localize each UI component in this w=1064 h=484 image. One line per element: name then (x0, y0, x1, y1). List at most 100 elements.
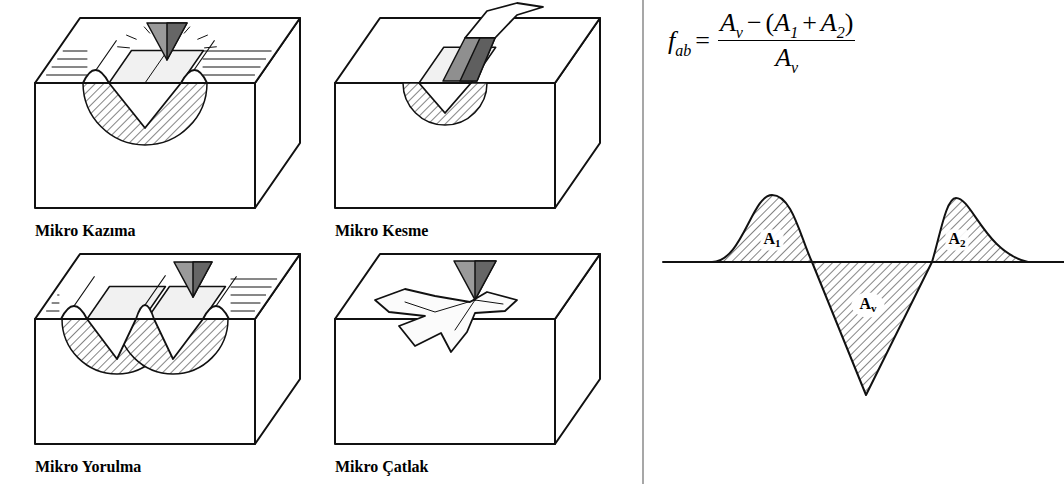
radial-streak (127, 35, 137, 39)
fraction: Av−(A1+A2)Av (718, 8, 855, 73)
block-front (35, 83, 255, 208)
area-label: A1 (760, 230, 783, 251)
numerator: Av−(A1+A2) (718, 8, 855, 41)
panel-divider (642, 0, 644, 484)
ridge-line (74, 277, 94, 306)
wear-streak (58, 295, 59, 296)
formula-symbol: A (720, 8, 736, 38)
cutting-tool-face (460, 38, 495, 81)
groove-notch (87, 319, 136, 359)
area-symbol: A (763, 230, 775, 248)
denominator: Av (718, 41, 855, 73)
wear-streak (231, 295, 266, 296)
indenter-face (475, 261, 496, 300)
pile-up-area (712, 195, 812, 262)
ridge-line (216, 277, 236, 306)
groove-notch (109, 83, 181, 128)
formula-symbol: v (736, 24, 743, 42)
indenter-tool (147, 23, 187, 60)
wear-streak (231, 311, 255, 312)
crack (375, 289, 517, 352)
formula: fab=Av−(A1+A2)Av (668, 8, 855, 73)
wear-streak (63, 51, 87, 52)
ridge-line (96, 41, 116, 70)
formula-symbol: ) (845, 8, 854, 38)
area-label: A2 (945, 230, 968, 251)
ridge (136, 305, 154, 319)
block-front (35, 319, 255, 444)
formula-symbol: v (791, 59, 798, 77)
micro-cracking (335, 254, 600, 444)
hatched-section (403, 83, 487, 125)
wear-streak (47, 311, 59, 312)
ridge (83, 70, 109, 83)
ridge (181, 70, 207, 83)
block-top (35, 254, 300, 319)
block-front (335, 83, 555, 208)
wear-streak (58, 59, 87, 60)
ridge-line (145, 276, 165, 305)
formula-symbol: A (821, 8, 837, 38)
wear-streak (52, 303, 59, 304)
area-subscript: 1 (775, 237, 781, 249)
area-subscript: v (871, 302, 877, 314)
radial-streak (198, 35, 208, 39)
wear-streak (47, 75, 87, 76)
indenter-tool (454, 261, 496, 300)
pile-up-area (932, 198, 1028, 262)
formula-symbol: A (775, 43, 791, 73)
formula-symbol: 2 (837, 24, 845, 42)
formula-symbol: A (774, 8, 790, 38)
wear-streak (203, 59, 266, 60)
figure-caption: Mikro Çatlak (335, 458, 428, 476)
micro-fatigue (35, 254, 300, 444)
wear-streak (231, 279, 277, 280)
hatched-section (118, 319, 228, 374)
ridge-line (194, 41, 214, 70)
formula-lhs: fab= (668, 26, 714, 56)
wear-streak (203, 67, 260, 68)
groove-notch (154, 319, 203, 359)
wear-profile (663, 195, 1064, 395)
micro-ploughing (35, 18, 300, 208)
wear-streak (231, 287, 271, 288)
formula-symbol: + (802, 8, 817, 38)
area-symbol: A (948, 230, 960, 248)
groove-notch (419, 83, 471, 113)
crack-line (475, 300, 503, 304)
crack-line (405, 300, 475, 312)
figure-caption: Mikro Kesme (335, 222, 428, 240)
chip (465, 3, 543, 38)
ridge (61, 306, 87, 319)
formula-symbol: − (747, 8, 762, 38)
cutting-tool (443, 38, 495, 81)
formula-symbol: ( (766, 8, 775, 38)
indenter-face (167, 23, 187, 60)
radial-streak (118, 47, 130, 48)
wear-streak (52, 67, 87, 68)
radial-streak (205, 47, 217, 48)
groove-area (812, 262, 932, 395)
formula-symbol: ab (675, 42, 691, 60)
ridge (203, 306, 229, 319)
figure-caption: Mikro Yorulma (35, 458, 141, 476)
area-subscript: 2 (960, 237, 966, 249)
block-top (35, 18, 300, 83)
formula-symbol: = (695, 26, 710, 56)
wear-streak (231, 303, 260, 304)
block-top (335, 18, 600, 83)
formula-symbol: 1 (790, 24, 798, 42)
indenter-tool (174, 262, 212, 297)
indenter-face (193, 262, 212, 297)
area-label: Av (851, 293, 884, 318)
area-symbol: A (859, 295, 871, 313)
formula-symbol: f (668, 26, 675, 56)
crack-line (455, 300, 475, 330)
hatched-section (83, 83, 207, 145)
micro-cutting (335, 3, 600, 208)
wear-streak (203, 51, 271, 52)
figure-caption: Mikro Kazıma (35, 222, 136, 240)
wear-streak (203, 75, 255, 76)
